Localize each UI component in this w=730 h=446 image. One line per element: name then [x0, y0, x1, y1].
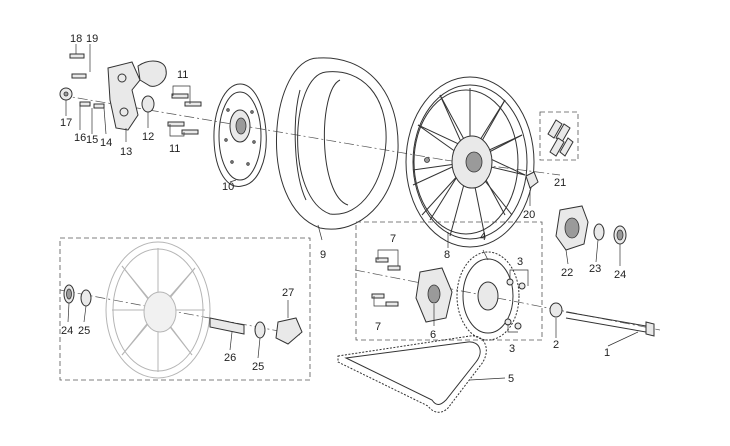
callout-25-right: 25 [252, 361, 264, 373]
alternate-wheel-box [59, 237, 311, 381]
callout-23: 23 [589, 263, 601, 275]
callout-5: 5 [508, 373, 514, 385]
rear-wheel [405, 76, 535, 248]
sprocket-carrier [555, 205, 627, 251]
callout-25-left: 25 [78, 325, 90, 337]
callout-1: 1 [604, 347, 610, 359]
callout-10: 10 [222, 181, 234, 193]
alternate-wheel [105, 241, 211, 379]
callout-18: 18 [70, 33, 82, 45]
callout-24-left: 24 [61, 325, 73, 337]
drive-chain [337, 335, 487, 413]
callout-3-lower: 3 [509, 343, 515, 355]
callout-labels: 1 2 3 3 4 5 6 7 7 8 9 10 11 11 12 13 14 … [60, 33, 626, 385]
callout-12: 12 [142, 131, 154, 143]
callout-8: 8 [444, 249, 450, 261]
caliper-bracket [59, 53, 167, 131]
axle-nut [525, 171, 539, 189]
callout-7-upper: 7 [390, 233, 396, 245]
callout-13: 13 [120, 146, 132, 158]
callout-14: 14 [100, 137, 112, 149]
callout-6: 6 [430, 329, 436, 341]
callout-19: 19 [86, 33, 98, 45]
callout-16: 16 [74, 132, 86, 144]
callout-4: 4 [480, 231, 486, 243]
callout-7-lower: 7 [375, 321, 381, 333]
callout-27: 27 [282, 287, 294, 299]
tire [275, 57, 399, 230]
callout-15: 15 [86, 134, 98, 146]
callout-11-upper: 11 [177, 69, 188, 81]
callout-22: 22 [561, 267, 573, 279]
callout-2: 2 [553, 339, 559, 351]
callout-11-lower: 11 [169, 143, 180, 155]
brake-disc [213, 83, 267, 188]
callout-26: 26 [224, 352, 236, 364]
rear-sprocket [355, 221, 543, 341]
callout-17: 17 [60, 117, 72, 129]
callout-9: 9 [320, 249, 326, 261]
callout-24-right: 24 [614, 269, 626, 281]
balance-weights [539, 111, 579, 161]
disc-bolts [167, 85, 202, 137]
callout-leaders [65, 44, 639, 381]
callout-20: 20 [523, 209, 535, 221]
callout-21: 21 [554, 177, 566, 189]
axle [549, 302, 655, 337]
callout-3-upper: 3 [517, 256, 523, 268]
